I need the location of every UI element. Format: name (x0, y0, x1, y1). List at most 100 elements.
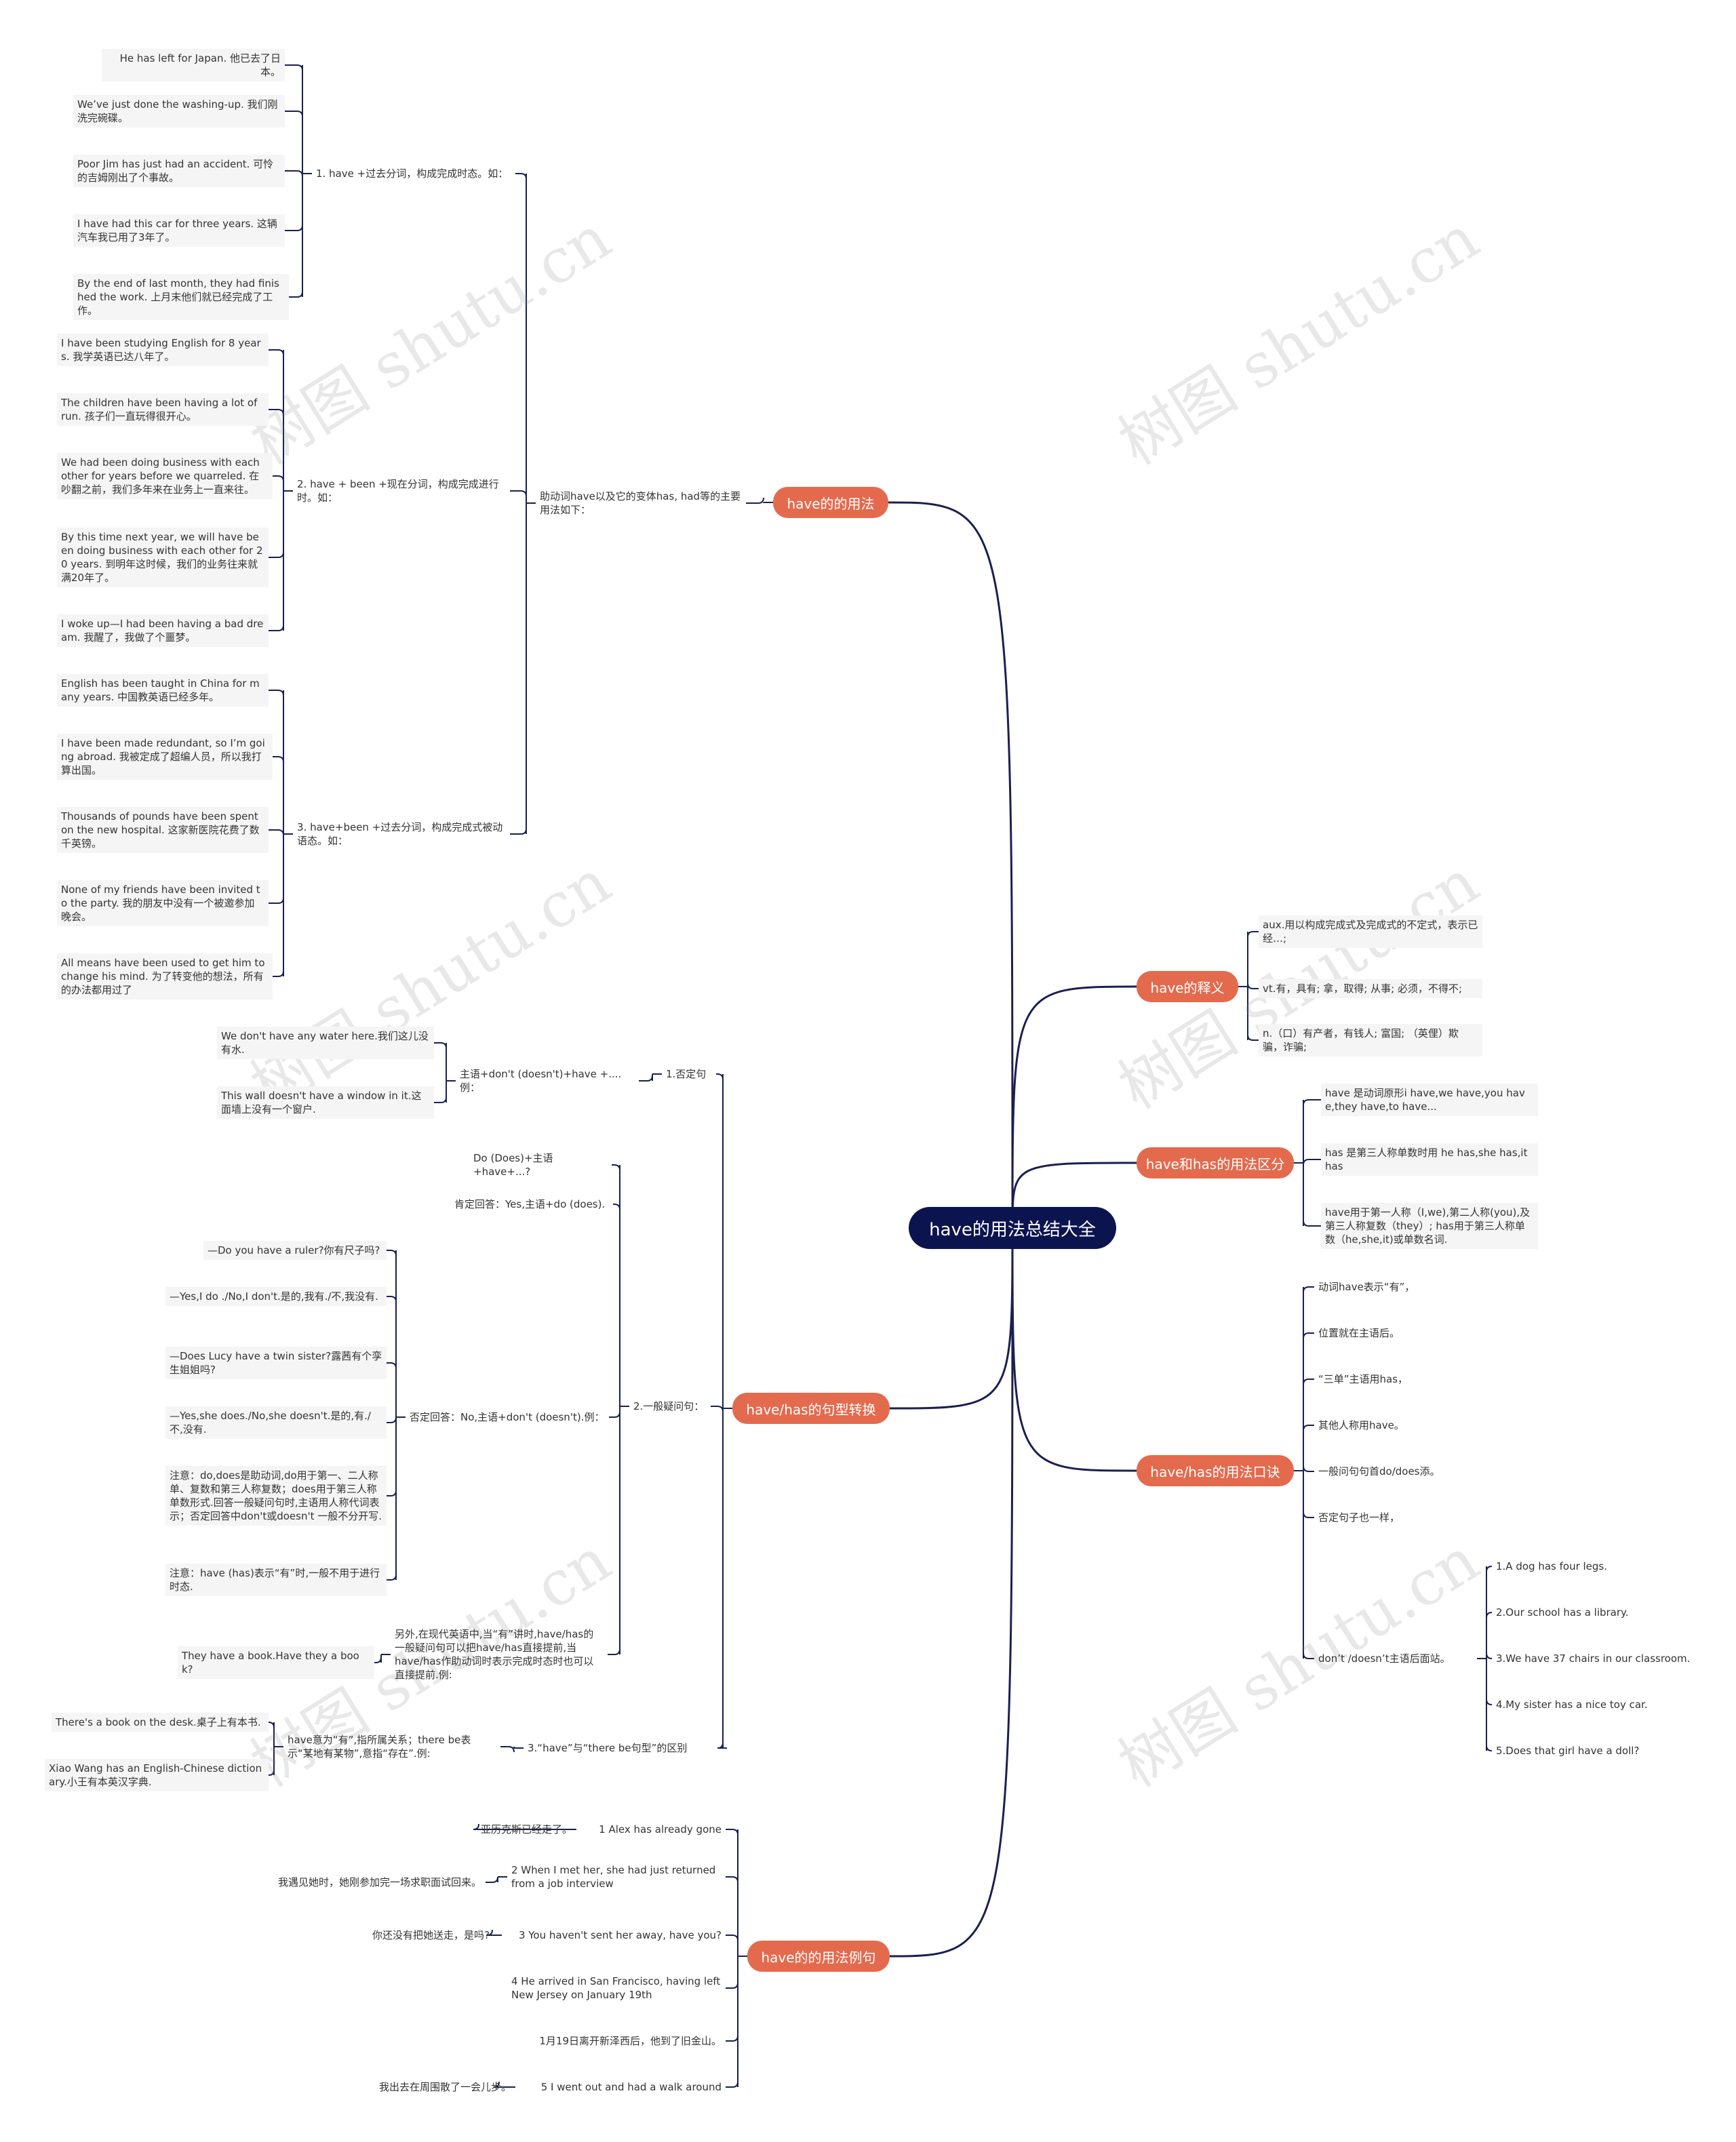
example-translation-5[interactable]: 我出去在周围散了一会儿步。 (378, 2081, 511, 2093)
negative-example-1[interactable]: We don't have any water here.我们这儿没有水. (217, 1027, 434, 1059)
rhyme-example-4[interactable]: 4.My sister has a nice toy car. (1496, 1699, 1648, 1711)
connector (387, 1574, 397, 1581)
connector (473, 1823, 576, 1830)
definition-n[interactable]: n.（口）有产者，有钱人; 富国; （英俚）欺骗，诈骗; (1259, 1024, 1482, 1056)
usage-1-example-3[interactable]: Poor Jim has just had an accident. 可怜的吉姆… (73, 155, 285, 187)
rhyme-4[interactable]: 其他人称用have。 (1318, 1419, 1404, 1431)
connector (889, 1227, 1014, 1958)
usage-1-example-4[interactable]: I have had this car for three years. 这辆汽… (73, 214, 285, 247)
definition-aux[interactable]: aux.用以构成完成式及完成式的不定式，表示已经…; (1259, 915, 1482, 948)
rhyme-5[interactable]: 一般问句句首do/does添。 (1318, 1465, 1440, 1477)
difference-person[interactable]: have用于第一人称（I,we),第二人称(you),及第三人称复数（they）… (1321, 1203, 1538, 1249)
example-translation-3[interactable]: 你还没有把她送走，是吗? (372, 1929, 490, 1941)
question-example-1[interactable]: —Do you have a ruler?你有尺子吗? (203, 1241, 387, 1260)
question-example-2[interactable]: —Yes,I do ./No,I don't.是的,我有./不,我没有. (165, 1287, 387, 1306)
rhyme-example-5[interactable]: 5.Does that girl have a doll? (1496, 1745, 1640, 1757)
connector (1011, 985, 1137, 1229)
question-example-3[interactable]: —Does Lucy have a twin sister?露茜有个孪生姐姐吗? (165, 1347, 387, 1379)
usage-1-label[interactable]: 1. have +过去分词，构成完成时态。如： (316, 167, 509, 180)
branch-have-definition[interactable]: have的释义 (1137, 971, 1238, 1002)
example-translation-2[interactable]: 我遇见她时，她刚参加完一场求职面试回来。 (277, 1876, 481, 1888)
rhyme-example-1[interactable]: 1.A dog has four legs. (1496, 1560, 1608, 1572)
connector (1486, 1566, 1493, 1572)
example-sentence-3[interactable]: 3 You haven't sent her away, have you? (518, 1929, 722, 1941)
connector (285, 111, 303, 117)
negative-pattern[interactable]: 主语+don't (doesn't)+have +....例： (460, 1068, 622, 1094)
have-vs-there-be[interactable]: 3.“have”与“there be句型”的区别 (528, 1742, 688, 1754)
branch-have-has-difference[interactable]: have和has的用法区分 (1137, 1147, 1294, 1178)
usage-3-example-2[interactable]: I have been made redundant, so I’m going… (57, 734, 273, 780)
connector (1486, 1745, 1493, 1751)
aux-verb-intro[interactable]: 助动词have以及它的变体has, had等的主要用法如下： (540, 490, 741, 516)
rhyme-example-3[interactable]: 3.We have 37 chairs in our classroom. (1496, 1652, 1691, 1665)
connector (273, 756, 284, 763)
question-note-2[interactable]: 注意：have (has)表示“有”时,一般不用于进行时态. (165, 1564, 387, 1596)
usage-2-example-1[interactable]: I have been studying English for 8 years… (57, 334, 269, 366)
example-sentence-1[interactable]: 1 Alex has already gone (599, 1823, 722, 1836)
usage-3-example-4[interactable]: None of my friends have been invited to … (57, 880, 269, 926)
usage-1-example-1[interactable]: He has left for Japan. 他已去了日本。 (102, 49, 285, 81)
difference-have[interactable]: have 是动词原形i have,we have,you have,they h… (1321, 1084, 1538, 1116)
rhyme-2[interactable]: 位置就在主语后。 (1318, 1327, 1400, 1339)
rhyme-dont[interactable]: don’t /doesn’t主语后面站。 (1318, 1652, 1451, 1665)
usage-2-label[interactable]: 2. have + been +现在分词，构成完成进行时。如： (297, 478, 499, 504)
connector (888, 501, 1014, 1229)
question-sentence[interactable]: 2.一般疑问句： (633, 1400, 705, 1412)
question-note-1[interactable]: 注意：do,does是助动词,do用于第一、二人称单、复数和第三人称复数；doe… (165, 1466, 387, 1526)
connector (726, 2081, 738, 2088)
usage-2-example-4[interactable]: By this time next year, we will have bee… (57, 528, 269, 587)
rhyme-3[interactable]: “三单”主语用has， (1318, 1373, 1408, 1385)
rhyme-1[interactable]: 动词have表示“有”， (1318, 1281, 1415, 1293)
rhyme-example-2[interactable]: 2.Our school has a library. (1496, 1606, 1629, 1619)
branch-sentence-transformation[interactable]: have/has的句型转换 (732, 1393, 890, 1424)
example-translation-1[interactable]: 亚历克斯已经走了。 (480, 1823, 572, 1836)
usage-2-example-3[interactable]: We had been doing business with each oth… (57, 453, 273, 499)
usage-3-example-3[interactable]: Thousands of pounds have been spent on t… (57, 807, 269, 853)
usage-3-example-5[interactable]: All means have been used to get him to c… (57, 953, 273, 999)
negative-sentence[interactable]: 1.否定句 (666, 1068, 707, 1080)
connector (726, 1829, 738, 1836)
usage-2-example-2[interactable]: The children have been having a lot of r… (57, 393, 269, 426)
negative-example-2[interactable]: This wall doesn't have a window in it.这面… (217, 1086, 434, 1119)
usage-1-example-2[interactable]: We’ve just done the washing-up. 我们刚洗完碗碟。 (73, 95, 285, 127)
have-vs-there-be-example-1[interactable]: There's a book on the desk.桌子上有本书. (52, 1713, 269, 1732)
difference-has[interactable]: has 是第三人称单数时用 he has,she has,it has (1321, 1143, 1538, 1176)
connector (387, 1416, 397, 1423)
question-extra-example[interactable]: They have a book.Have they a book? (178, 1646, 374, 1679)
connector (1303, 1099, 1321, 1106)
branch-have-usage[interactable]: have的的用法 (773, 487, 888, 518)
connector (387, 1362, 397, 1369)
connector (434, 1042, 447, 1049)
usage-3-label[interactable]: 3. have+been +过去分词，构成完成式被动语态。如： (297, 821, 503, 847)
connector (1303, 1159, 1321, 1166)
example-sentence-2[interactable]: 2 When I met her, she had just returned … (511, 1864, 716, 1890)
connector (1303, 1425, 1314, 1431)
usage-2-example-5[interactable]: I woke up—I had been having a bad dream.… (57, 614, 269, 647)
example-sentence-5[interactable]: 5 I went out and had a walk around (540, 2081, 722, 2093)
connector (268, 1722, 275, 1728)
example-sentence-4[interactable]: 4 He arrived in San Francisco, having le… (511, 1975, 721, 2001)
connector (1247, 983, 1259, 989)
question-example-4[interactable]: —Yes,she does./No,she doesn't.是的,有./不,没有… (165, 1406, 387, 1439)
connector (285, 170, 303, 177)
usage-1-example-5[interactable]: By the end of last month, they had finis… (73, 274, 289, 320)
usage-3-example-1[interactable]: English has been taught in China for man… (57, 674, 269, 707)
have-vs-there-be-explanation[interactable]: have意为“有”,指所属关系；there be表示“某地有某物”,意指“存在”… (288, 1734, 471, 1760)
have-vs-there-be-example-2[interactable]: Xiao Wang has an English-Chinese diction… (45, 1759, 269, 1791)
rhyme-6[interactable]: 否定句子也一样， (1318, 1511, 1400, 1524)
branch-have-has-rhyme[interactable]: have/has的用法口诀 (1137, 1455, 1294, 1486)
definition-vt[interactable]: vt.有，具有; 拿，取得; 从事; 必须，不得不; (1259, 979, 1482, 998)
connector (717, 1742, 727, 1749)
question-yes[interactable]: 肯定回答：Yes,主语+do (does). (454, 1198, 606, 1210)
root-topic[interactable]: have的用法总结大全 (909, 1207, 1116, 1249)
connector (1303, 1379, 1314, 1385)
question-extra-note[interactable]: 另外,在现代英语中,当“有”讲时,have/has的一般疑问句可以把have/h… (395, 1628, 594, 1681)
question-pattern[interactable]: Do (Does)+主语+have+...? (473, 1152, 553, 1178)
connector (613, 1204, 620, 1210)
question-no[interactable]: 否定回答：No,主语+don't (doesn't).例： (410, 1411, 605, 1423)
connector (269, 409, 284, 416)
example-sentence-4-translation[interactable]: 1月19日离开新泽西后，他到了旧金山。 (539, 2035, 722, 2047)
branch-example-sentences[interactable]: have的的用法例句 (747, 1941, 890, 1972)
connector (716, 1073, 724, 1080)
